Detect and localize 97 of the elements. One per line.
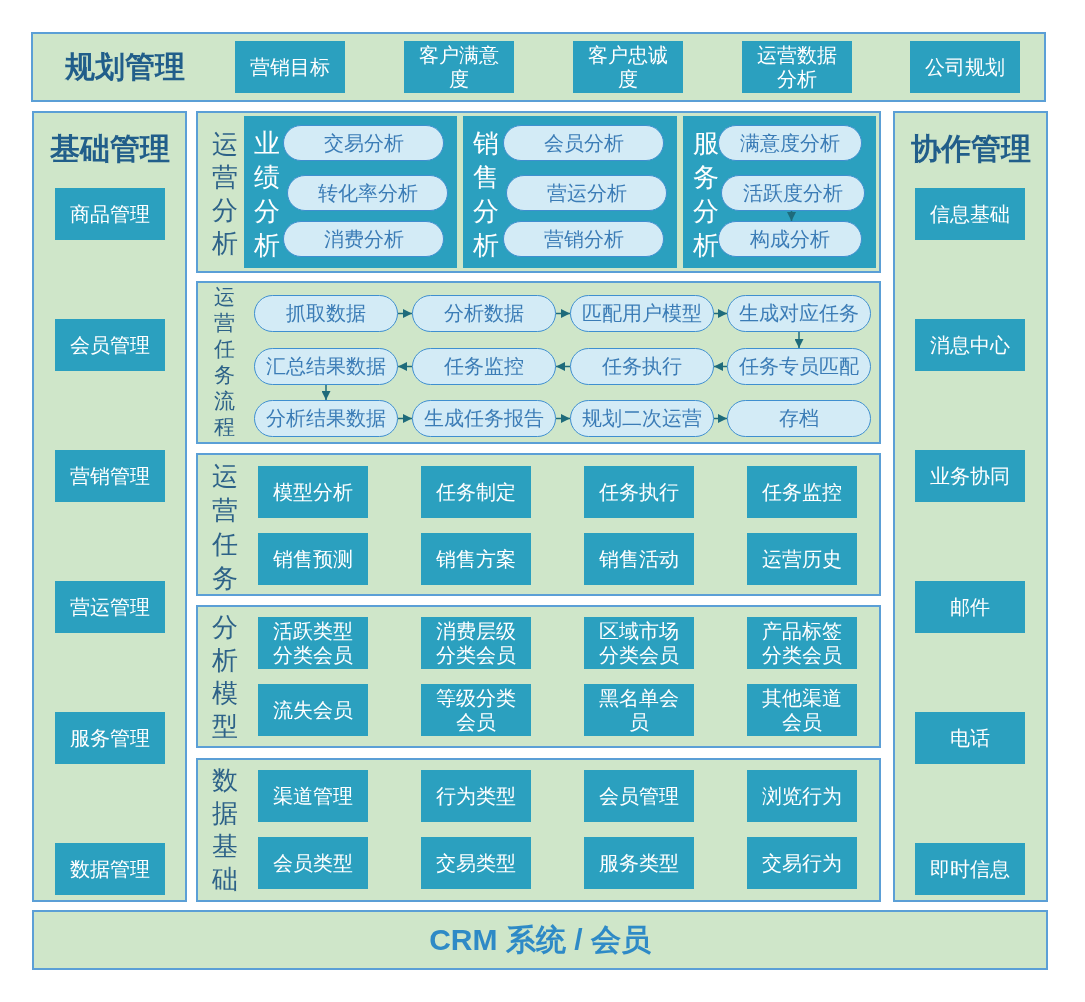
module-box: 等级分类会员 — [421, 684, 531, 736]
analysis-pill: 交易分析 — [283, 125, 444, 161]
module-box: 模型分析 — [258, 466, 368, 518]
section-panel — [196, 281, 881, 444]
side-panel — [893, 111, 1048, 902]
side-panel — [32, 111, 187, 902]
group-panel — [463, 116, 677, 268]
module-box: 会员管理 — [584, 770, 694, 822]
analysis-pill: 营销分析 — [503, 221, 664, 257]
section-title: 基础管理 — [49, 131, 170, 167]
step-pill: 生成任务报告 — [412, 400, 556, 437]
module-box: 营运管理 — [55, 581, 165, 633]
module-box: 业务协同 — [915, 450, 1025, 502]
analysis-pill: 满意度分析 — [718, 125, 862, 161]
module-box: 任务执行 — [584, 466, 694, 518]
flow-arrow — [397, 309, 413, 318]
section-title: 运营任务 — [211, 460, 239, 595]
module-box: 客户忠诚度 — [573, 41, 683, 93]
module-box: 公司规划 — [910, 41, 1020, 93]
module-box: 行为类型 — [421, 770, 531, 822]
flow-arrow — [397, 414, 413, 423]
flow-arrow — [555, 362, 571, 371]
module-box: 数据管理 — [55, 843, 165, 895]
system-band: CRM 系统 / 会员 — [32, 910, 1048, 970]
flow-arrow — [397, 362, 413, 371]
step-pill: 任务监控 — [412, 348, 556, 385]
step-pill: 匹配用户模型 — [570, 295, 714, 332]
module-box: 邮件 — [915, 581, 1025, 633]
analysis-pill: 营运分析 — [506, 175, 667, 211]
section-title: 运营任务流程 — [213, 284, 236, 440]
module-box: 浏览行为 — [747, 770, 857, 822]
module-box: 区域市场分类会员 — [584, 617, 694, 669]
analysis-pill: 会员分析 — [503, 125, 664, 161]
step-pill: 分析结果数据 — [254, 400, 398, 437]
module-box: 运营数据分析 — [742, 41, 852, 93]
flow-arrow — [713, 309, 728, 318]
module-box: 黑名单会员 — [584, 684, 694, 736]
step-pill: 汇总结果数据 — [254, 348, 398, 385]
analysis-pill: 消费分析 — [283, 221, 444, 257]
module-box: 商品管理 — [55, 188, 165, 240]
layer-band — [31, 32, 1046, 102]
section-title: 运营分析 — [211, 128, 239, 260]
section-panel — [196, 111, 881, 273]
step-pill: 生成对应任务 — [727, 295, 871, 332]
flow-arrow — [713, 362, 728, 371]
flow-arrow — [794, 331, 804, 349]
module-box: 交易类型 — [421, 837, 531, 889]
module-box: 销售活动 — [584, 533, 694, 585]
module-box: 会员类型 — [258, 837, 368, 889]
flow-arrow — [787, 210, 796, 222]
module-box: 渠道管理 — [258, 770, 368, 822]
section-panel — [196, 453, 881, 596]
module-box: 会员管理 — [55, 319, 165, 371]
module-box: 消费层级分类会员 — [421, 617, 531, 669]
flow-arrow — [713, 414, 728, 423]
step-pill: 分析数据 — [412, 295, 556, 332]
module-box: 服务管理 — [55, 712, 165, 764]
module-box: 产品标签分类会员 — [747, 617, 857, 669]
section-title: 数据基础 — [211, 764, 239, 896]
module-box: 任务监控 — [747, 466, 857, 518]
group-panel — [683, 116, 876, 268]
module-box: 信息基础 — [915, 188, 1025, 240]
module-box: 服务类型 — [584, 837, 694, 889]
module-box: 任务制定 — [421, 466, 531, 518]
module-box: 电话 — [915, 712, 1025, 764]
analysis-pill: 构成分析 — [718, 221, 862, 257]
module-box: 活跃类型分类会员 — [258, 617, 368, 669]
module-box: 营销目标 — [235, 41, 345, 93]
module-box: 消息中心 — [915, 319, 1025, 371]
module-box: 流失会员 — [258, 684, 368, 736]
module-box: 交易行为 — [747, 837, 857, 889]
module-box: 营销管理 — [55, 450, 165, 502]
module-box: 客户满意度 — [404, 41, 514, 93]
module-box: 即时信息 — [915, 843, 1025, 895]
step-pill: 任务执行 — [570, 348, 714, 385]
section-title: 分析模型 — [211, 611, 239, 743]
section-title: 协作管理 — [910, 131, 1031, 167]
module-box: 其他渠道会员 — [747, 684, 857, 736]
section-title: 规划管理 — [65, 49, 185, 85]
analysis-pill: 活跃度分析 — [721, 175, 865, 211]
flow-arrow — [555, 414, 571, 423]
group-panel — [244, 116, 457, 268]
step-pill: 存档 — [727, 400, 871, 437]
module-box: 销售预测 — [258, 533, 368, 585]
group-title: 销售分析 — [472, 127, 500, 262]
flow-arrow — [321, 384, 331, 401]
step-pill: 任务专员匹配 — [727, 348, 871, 385]
module-box: 运营历史 — [747, 533, 857, 585]
step-pill: 规划二次运营 — [570, 400, 714, 437]
flow-arrow — [555, 309, 571, 318]
group-title: 业绩分析 — [253, 127, 281, 262]
section-panel — [196, 605, 881, 748]
step-pill: 抓取数据 — [254, 295, 398, 332]
module-box: 销售方案 — [421, 533, 531, 585]
section-panel — [196, 758, 881, 902]
analysis-pill: 转化率分析 — [287, 175, 448, 211]
group-title: 服务分析 — [692, 127, 720, 262]
